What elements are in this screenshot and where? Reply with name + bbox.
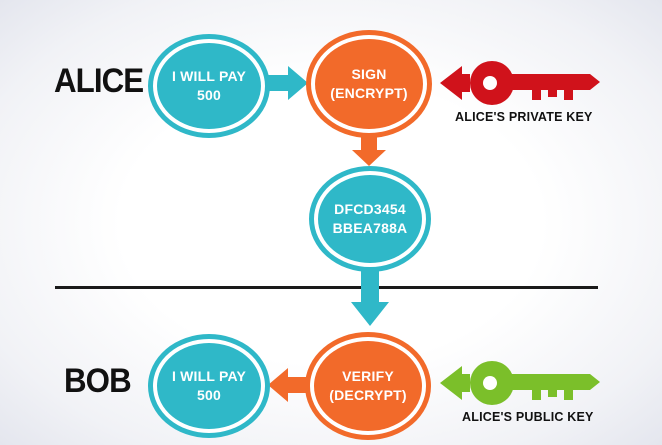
bob-message-line-2: 500 xyxy=(197,387,221,403)
public-key-icon xyxy=(440,361,600,405)
signature-line-2: BBEA788A xyxy=(332,220,408,236)
verify-step-line-1: VERIFY xyxy=(342,368,394,384)
alice-message-line-2: 500 xyxy=(197,87,221,103)
alice-label: ALICE xyxy=(54,62,144,100)
alice-message-bubble: I WILL PAY 500 xyxy=(148,34,270,138)
bob-message-line-1: I WILL PAY xyxy=(171,368,247,384)
right-arrow-icon xyxy=(268,66,308,100)
public-key-label: ALICE'S PUBLIC KEY xyxy=(462,410,594,424)
left-arrow-icon xyxy=(268,368,310,402)
bob-label: BOB xyxy=(64,362,132,400)
private-key-label: ALICE'S PRIVATE KEY xyxy=(455,110,593,124)
down-arrow-icon xyxy=(352,136,386,166)
alice-message-line-1: I WILL PAY xyxy=(171,68,247,84)
verify-decrypt-bubble: VERIFY (DECRYPT) xyxy=(305,332,431,440)
sign-step-line-2: (ENCRYPT) xyxy=(330,85,408,101)
verify-step-line-2: (DECRYPT) xyxy=(329,387,407,403)
sign-encrypt-bubble: SIGN (ENCRYPT) xyxy=(306,30,432,138)
sign-step-line-1: SIGN xyxy=(351,66,387,82)
bob-message-bubble: I WILL PAY 500 xyxy=(148,334,270,438)
private-key-icon xyxy=(440,61,600,105)
divider-line xyxy=(55,286,598,289)
signature-hash-bubble: DFCD3454 BBEA788A xyxy=(309,166,431,272)
down-arrow-icon xyxy=(351,268,389,326)
signature-line-1: DFCD3454 xyxy=(334,201,406,217)
